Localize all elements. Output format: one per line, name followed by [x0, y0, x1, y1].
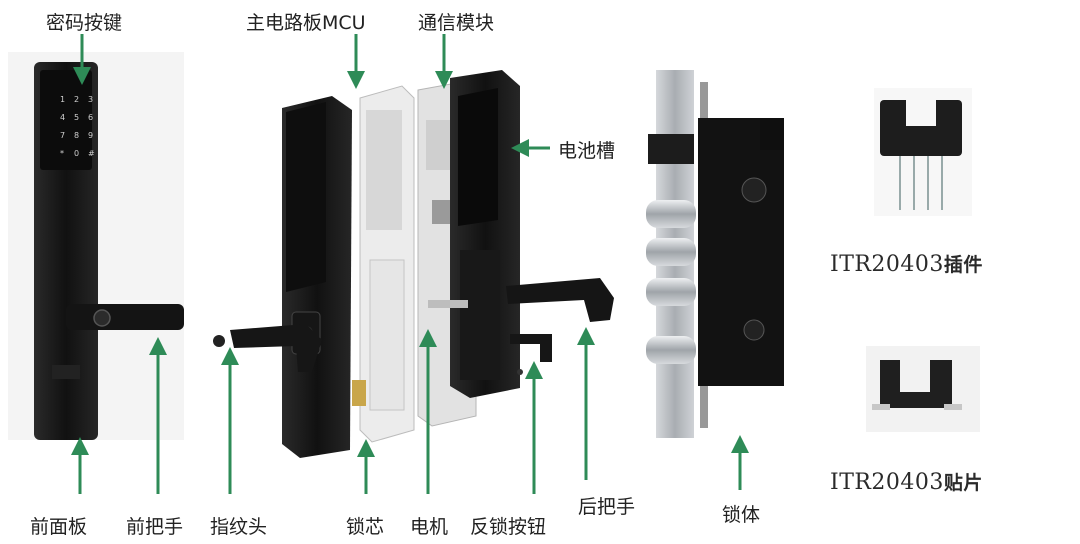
keypad-key: # [88, 149, 95, 158]
label-anti-lock: 反锁按钮 [470, 516, 547, 538]
label-front-handle: 前把手 [126, 516, 184, 538]
deadbolt [646, 336, 696, 364]
keypad-key: 6 [88, 113, 93, 122]
main-circuit-board [352, 85, 415, 443]
rear-handle [506, 278, 614, 322]
keypad-key: 2 [74, 95, 79, 104]
label-rear-handle: 后把手 [578, 496, 636, 518]
keypad-key: 0 [74, 149, 79, 158]
keypad-key: 8 [74, 131, 79, 140]
front-lever [213, 324, 322, 372]
deadbolt [646, 238, 696, 266]
label-front-panel: 前面板 [30, 516, 88, 538]
callout-arrows [71, 34, 749, 494]
front-handle [66, 304, 184, 330]
sensor-smd-image [866, 346, 980, 432]
mortise-lock-body [646, 70, 784, 438]
keypad-key: 1 [60, 95, 65, 104]
front-escutcheon [282, 96, 352, 458]
label-sensor-smd: ITR20403贴片 [830, 470, 983, 495]
label-fingerprint: 指纹头 [210, 516, 268, 538]
label-sensor-dip: ITR20403插件 [830, 252, 983, 277]
anti-lock-knob [510, 334, 552, 375]
keypad-key: 3 [88, 95, 93, 104]
sensor-dip-image [874, 88, 972, 216]
keypad-key: 9 [88, 131, 93, 140]
keypad-key: 5 [74, 113, 79, 122]
label-keypad: 密码按键 [46, 12, 123, 34]
label-mcu: 主电路板MCU [246, 12, 366, 34]
deadbolt [646, 200, 696, 228]
keypad-key: 7 [60, 131, 65, 140]
keypad-key: 4 [60, 113, 65, 122]
label-lock-body: 锁体 [722, 504, 761, 526]
label-comm: 通信模块 [418, 12, 495, 34]
label-motor: 电机 [410, 516, 449, 538]
label-cylinder: 锁芯 [346, 516, 385, 538]
deadbolt [646, 278, 696, 306]
label-battery: 电池槽 [558, 140, 616, 162]
keypad-key: * [60, 149, 64, 158]
spindle [428, 300, 468, 308]
rear-cover [450, 70, 520, 398]
deadbolts [646, 200, 696, 364]
